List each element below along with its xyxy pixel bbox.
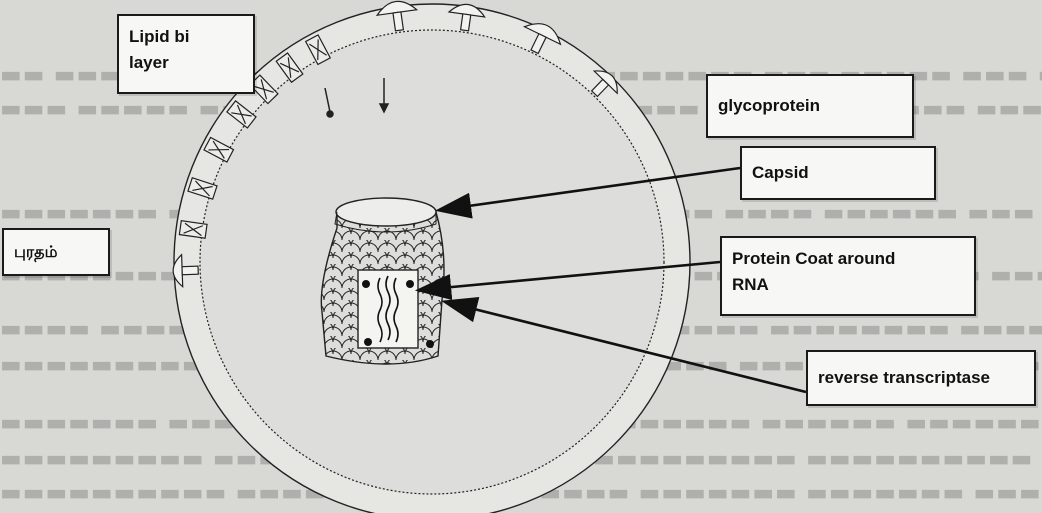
glycoprotein-text: glycoprotein — [718, 93, 820, 119]
reverse-transcriptase-label: reverse transcriptase — [806, 350, 1036, 406]
lipid-bilayer-line2: layer — [129, 50, 243, 76]
protein-coat-line2: RNA — [732, 272, 964, 298]
capsid-text: Capsid — [752, 160, 809, 186]
capsid-label: Capsid — [740, 146, 936, 200]
glycoprotein-label: glycoprotein — [706, 74, 914, 138]
protein-coat-label: Protein Coat around RNA — [720, 236, 976, 316]
lipid-bilayer-label: Lipid bi layer — [117, 14, 255, 94]
capsid-top — [336, 198, 436, 226]
protein-coat-line1: Protein Coat around — [732, 246, 964, 272]
reverse-transcriptase-text: reverse transcriptase — [818, 365, 990, 391]
side-label: புரதம் — [2, 228, 110, 276]
lipid-bilayer-line1: Lipid bi — [129, 24, 243, 50]
side-label-text: புரதம் — [14, 240, 57, 265]
